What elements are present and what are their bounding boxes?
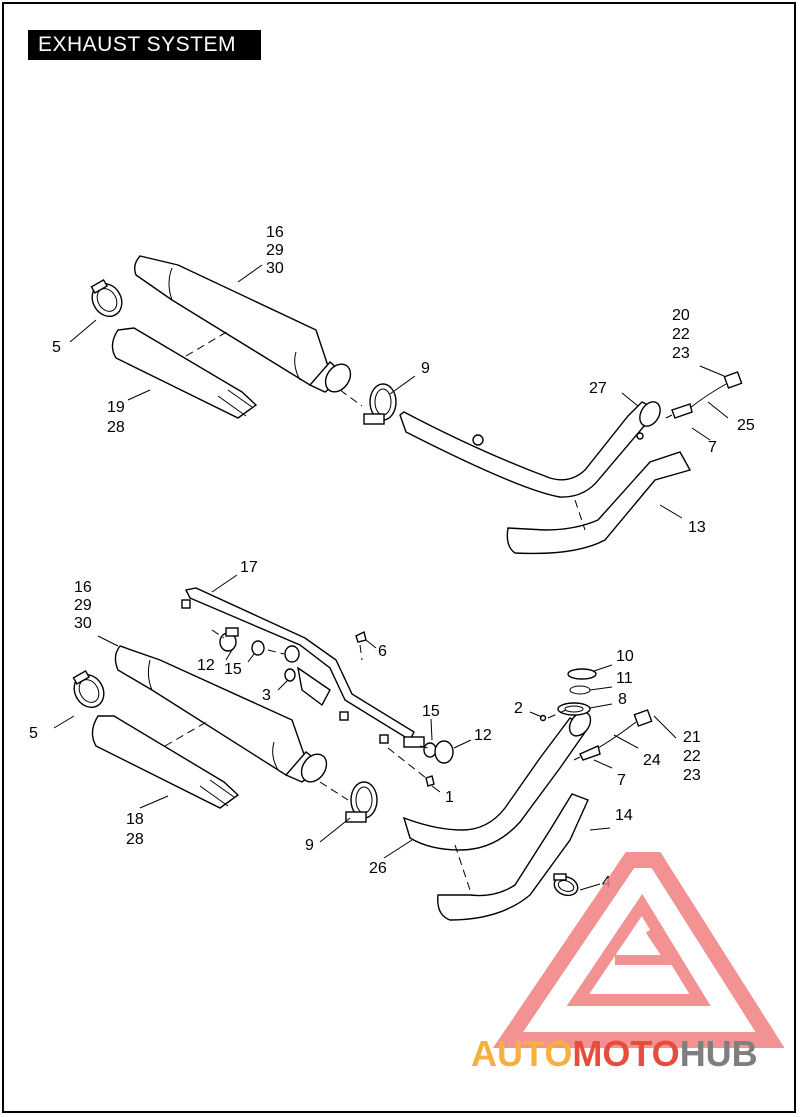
callout-6: 6 [378,643,387,660]
callout-28: 28 [126,831,144,848]
callout-7: 7 [708,439,717,456]
callout-29: 29 [266,242,284,259]
callout-15: 15 [422,703,440,720]
callout-5: 5 [29,725,38,742]
callout-28: 28 [107,419,125,436]
upper-clamp-5 [90,278,123,318]
callout-18: 18 [126,811,144,828]
callout-8: 8 [618,691,627,708]
callout-17: 17 [240,559,258,576]
callout-23: 23 [683,767,701,784]
lower-gaskets [539,668,597,722]
callout-5: 5 [52,339,61,356]
callout-27: 27 [589,380,607,397]
callout-26: 26 [369,860,387,877]
callout-7: 7 [617,772,626,789]
watermark-logo [492,852,785,1048]
callout-16: 16 [74,579,92,596]
callout-23: 23 [672,345,690,362]
callout-30: 30 [266,260,284,277]
callout-22: 22 [672,326,690,343]
upper-muffler [133,255,352,393]
lower-heat-shield [91,715,240,809]
callout-1: 1 [445,789,454,806]
callout-16: 16 [266,224,284,241]
callout-12: 12 [474,727,492,744]
callout-25: 25 [737,417,755,434]
upper-heat-shield [111,327,258,419]
callout-20: 20 [672,307,690,324]
callout-19: 19 [107,399,125,416]
leader-lines [53,264,729,891]
lower-heat-shield-14 [437,793,589,921]
mount-bracket-17 [181,587,425,748]
watermark-text: AUTOMOTOHUB [471,1033,758,1074]
callout-12: 12 [197,657,215,674]
callout-labels: 16 29 30 5 19 28 9 27 20 22 23 25 7 13 1… [29,224,755,891]
callout-11: 11 [616,670,633,687]
lower-clamp-9 [345,781,378,823]
callout-10: 10 [616,648,634,665]
callout-13: 13 [688,519,706,536]
callout-15: 15 [224,661,242,678]
lower-muffler [114,645,328,783]
upper-clamp-9 [363,383,397,425]
callout-29: 29 [74,597,92,614]
clamp-4 [553,873,579,897]
lower-clamp-5 [72,669,105,709]
callout-9: 9 [421,360,430,377]
callout-30: 30 [74,615,92,632]
upper-heat-shield-13 [506,451,692,555]
upper-o2-sensor [665,371,743,419]
lower-front-headpipe [402,711,592,891]
callout-9: 9 [305,837,314,854]
page-title: EXHAUST SYSTEM [28,30,261,60]
callout-24: 24 [643,752,661,769]
callout-2: 2 [514,700,523,717]
callout-3: 3 [262,687,271,704]
callout-21: 21 [683,729,701,746]
alignment-lines [164,329,567,801]
callout-14: 14 [615,807,633,824]
callout-22: 22 [683,748,701,765]
upper-rear-headpipe [399,401,661,498]
lower-small-parts [219,627,454,787]
